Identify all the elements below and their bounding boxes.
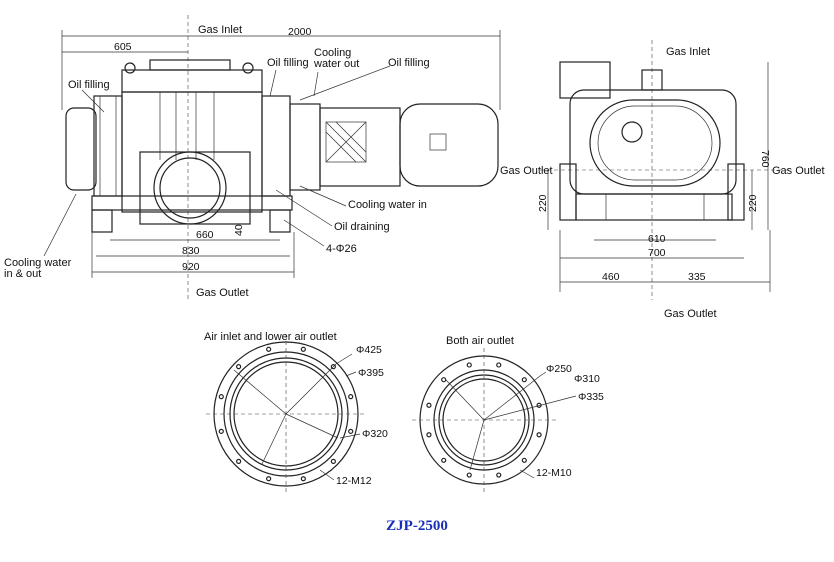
bolt-hole bbox=[536, 402, 542, 408]
side-gas-outlet-bottom-label: Gas Outlet bbox=[664, 308, 717, 320]
flange-outlet-bolts-label: 12-M10 bbox=[536, 467, 572, 479]
flange-outlet-bolts bbox=[426, 362, 542, 478]
flange-outlet-d1: Φ250 bbox=[546, 363, 572, 375]
bolt-hole bbox=[441, 377, 447, 383]
end-cap-left bbox=[65, 107, 97, 191]
flange-inlet-bolts-label: 12-M12 bbox=[336, 475, 372, 487]
bolt-hole bbox=[426, 432, 432, 438]
dim-760-label: 760 bbox=[759, 150, 771, 168]
dim-605-label: 605 bbox=[114, 41, 132, 53]
holes-label: 4-Φ26 bbox=[326, 243, 357, 255]
flange-inlet-drawing bbox=[206, 334, 366, 494]
bolt-hole bbox=[218, 428, 224, 434]
oil-filling-right-label: Oil filling bbox=[388, 57, 430, 69]
bolt-hole bbox=[426, 402, 432, 408]
end-housing-left bbox=[93, 95, 123, 197]
bolt-hole bbox=[536, 432, 542, 438]
front-view bbox=[43, 15, 501, 300]
bolt-hole bbox=[266, 476, 272, 482]
inlet-manifold bbox=[121, 69, 263, 93]
flange-outlet-d3: Φ335 bbox=[578, 391, 604, 403]
bolt-hole bbox=[441, 457, 447, 463]
motor-end bbox=[399, 103, 499, 187]
inlet-top bbox=[559, 61, 611, 99]
flange-inlet-d2: Φ395 bbox=[358, 367, 384, 379]
flange-inlet-d3: Φ320 bbox=[362, 428, 388, 440]
dim-920-label: 920 bbox=[182, 261, 200, 273]
side-gas-outlet-left-label: Gas Outlet bbox=[500, 165, 553, 177]
oil-filling-mid-label: Oil filling bbox=[267, 57, 309, 69]
bolt-hole bbox=[236, 364, 242, 370]
bolt-hole bbox=[466, 472, 472, 478]
motor-body bbox=[319, 107, 401, 187]
dim-2000-label: 2000 bbox=[288, 26, 312, 38]
bolt-hole bbox=[496, 472, 502, 478]
bolt-hole bbox=[236, 458, 242, 464]
bolt-hole bbox=[300, 476, 306, 482]
cooling-water-in-label: Cooling water in bbox=[348, 199, 427, 211]
oil-filling-left-label: Oil filling bbox=[68, 79, 110, 91]
bolt-hole bbox=[496, 362, 502, 368]
oil-draining-label: Oil draining bbox=[334, 221, 390, 233]
side-rotor-housing bbox=[589, 99, 721, 187]
dim-220-left-label: 220 bbox=[537, 194, 549, 212]
flange-outlet-d2: Φ310 bbox=[574, 373, 600, 385]
flange-outlet-drawing bbox=[412, 348, 577, 492]
side-gas-outlet-right-label: Gas Outlet bbox=[772, 165, 825, 177]
bolt-hole bbox=[330, 364, 336, 370]
bolt-hole bbox=[521, 377, 527, 383]
bolt-hole bbox=[521, 457, 527, 463]
side-gas-inlet-label: Gas Inlet bbox=[666, 46, 710, 58]
logo-icon bbox=[621, 121, 643, 143]
front-gas-outlet-label: Gas Outlet bbox=[196, 287, 249, 299]
dim-660-label: 660 bbox=[196, 229, 214, 241]
coupling-housing bbox=[289, 103, 321, 191]
outlet-housing bbox=[139, 151, 251, 225]
end-housing-right bbox=[261, 95, 291, 197]
side-view bbox=[540, 40, 790, 300]
bolt-hole bbox=[266, 346, 272, 352]
outlet-flange bbox=[153, 151, 227, 225]
bolt-hole bbox=[218, 394, 224, 400]
side-body bbox=[569, 89, 737, 195]
flange-inlet-title: Air inlet and lower air outlet bbox=[204, 331, 337, 343]
bolt-hole bbox=[330, 458, 336, 464]
dim-335-label: 335 bbox=[688, 271, 706, 283]
dim-220-right-label: 220 bbox=[747, 194, 759, 212]
bolt-hole bbox=[466, 362, 472, 368]
flange-outlet-title: Both air outlet bbox=[446, 335, 514, 347]
dim-460-label: 460 bbox=[602, 271, 620, 283]
flange-inlet-bolts bbox=[218, 346, 354, 482]
dim-830-label: 830 bbox=[182, 245, 200, 257]
flange-inlet-d1: Φ425 bbox=[356, 344, 382, 356]
model-title: ZJP-2500 bbox=[386, 518, 448, 534]
inlet-flange bbox=[149, 59, 231, 71]
bolt-hole bbox=[348, 394, 354, 400]
motor-nameplate bbox=[325, 121, 367, 163]
dim-610-label: 610 bbox=[648, 233, 666, 245]
bolt-hole bbox=[300, 346, 306, 352]
front-gas-inlet-label: Gas Inlet bbox=[198, 24, 242, 36]
bolt-hole bbox=[348, 428, 354, 434]
dim-700-label: 700 bbox=[648, 247, 666, 259]
dim-40-label: 40 bbox=[233, 224, 245, 236]
base-frame bbox=[91, 195, 293, 211]
side-base bbox=[575, 193, 733, 221]
